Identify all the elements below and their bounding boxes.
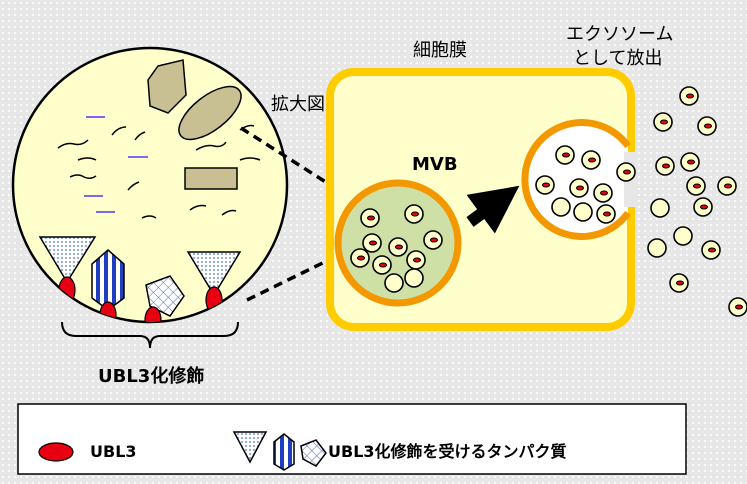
exosome-vesicle <box>701 240 721 260</box>
exosome-vesicle <box>680 152 700 172</box>
exosome-vesicle <box>593 183 613 203</box>
exosome-vesicle <box>717 176 737 196</box>
exosome-vesicle <box>650 198 670 218</box>
exosome-vesicle <box>384 273 404 293</box>
legend-cross-swatch <box>300 439 327 467</box>
exosome-vesicle <box>551 197 571 217</box>
exosome-vesicle <box>406 250 426 270</box>
mvb-label: MVB <box>412 154 458 175</box>
exosome-vesicle <box>647 238 667 258</box>
exosome-vesicle <box>350 248 370 268</box>
legend-stripe-swatch <box>273 433 295 471</box>
exosome-vesicle <box>655 156 675 176</box>
exosome-vesicle <box>360 208 380 228</box>
ubl3-modification-label: UBL3化修飾 <box>98 365 204 387</box>
exosome-vesicle <box>362 233 382 253</box>
legend-ubl3-label: UBL3 <box>90 442 137 461</box>
exosome-vesicle <box>616 162 636 182</box>
exosome-vesicle <box>596 204 616 224</box>
legend-proteins-label: UBL3化修飾を受けるタンパク質 <box>328 442 567 461</box>
crosshatch-pentagon-protein <box>145 275 185 317</box>
exosome-vesicle <box>669 273 689 293</box>
exosome-vesicle <box>693 197 713 217</box>
exosome-vesicle <box>728 297 747 317</box>
exosome-vesicle <box>569 178 589 198</box>
exosome-vesicle <box>372 255 392 275</box>
triangle-protein <box>38 236 97 284</box>
triangle-protein <box>186 251 242 297</box>
exosome-vesicle <box>673 226 693 246</box>
exosome-vesicle <box>404 204 424 224</box>
exosome-vesicle <box>686 176 706 196</box>
organelle-rectangle <box>184 167 238 190</box>
exosome-vesicle <box>388 237 408 257</box>
organelle-polygon <box>147 59 187 114</box>
vesicles <box>350 86 747 317</box>
transport-arrow <box>466 185 520 234</box>
cell-membrane-label: 細胞膜 <box>413 40 467 61</box>
exosome-vesicle <box>555 145 575 165</box>
er-dashes <box>84 116 148 213</box>
exosome-label-line1: エクソソーム <box>566 24 673 45</box>
magnified-label: 拡大図 <box>271 94 325 115</box>
exosome-vesicle <box>697 116 717 136</box>
organelle-ellipse <box>178 85 242 141</box>
legend-triangle-swatch <box>232 431 268 464</box>
exosome-vesicle <box>423 230 443 250</box>
membrane-proteins <box>38 236 242 317</box>
exosome-vesicle <box>573 202 593 222</box>
exosome-vesicle <box>653 112 673 132</box>
legend-box <box>17 403 687 475</box>
magnification-lines <box>240 126 358 302</box>
exosome-vesicle <box>535 175 555 195</box>
legend: UBL3 UBL3化修飾を受けるタンパク質 <box>17 403 687 475</box>
exosome-vesicle <box>679 86 699 106</box>
magnified-cell-view <box>11 46 289 324</box>
legend-ubl3-swatch <box>38 442 74 462</box>
exosome-vesicle <box>404 268 424 288</box>
cytoskeleton-lines <box>57 124 261 219</box>
brace <box>61 321 239 349</box>
exosome-vesicle <box>581 150 601 170</box>
exosome-label-line2: として放出 <box>573 48 662 69</box>
striped-hexagon-protein <box>91 249 125 311</box>
